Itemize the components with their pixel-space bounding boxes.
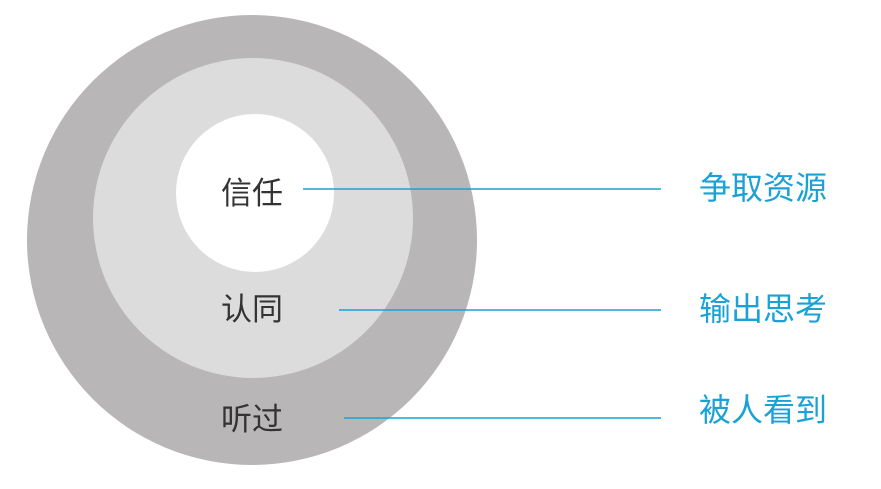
ring-label-trust: 信任 (221, 176, 283, 212)
ring-label-heard-of: 听过 (221, 402, 283, 438)
inner-circle (176, 114, 334, 272)
outcome-label-output-thinking: 输出思考 (699, 290, 827, 328)
outcome-label-resources: 争取资源 (699, 169, 827, 207)
ring-label-recognition: 认同 (221, 292, 283, 328)
outcome-label-be-seen: 被人看到 (699, 391, 827, 429)
